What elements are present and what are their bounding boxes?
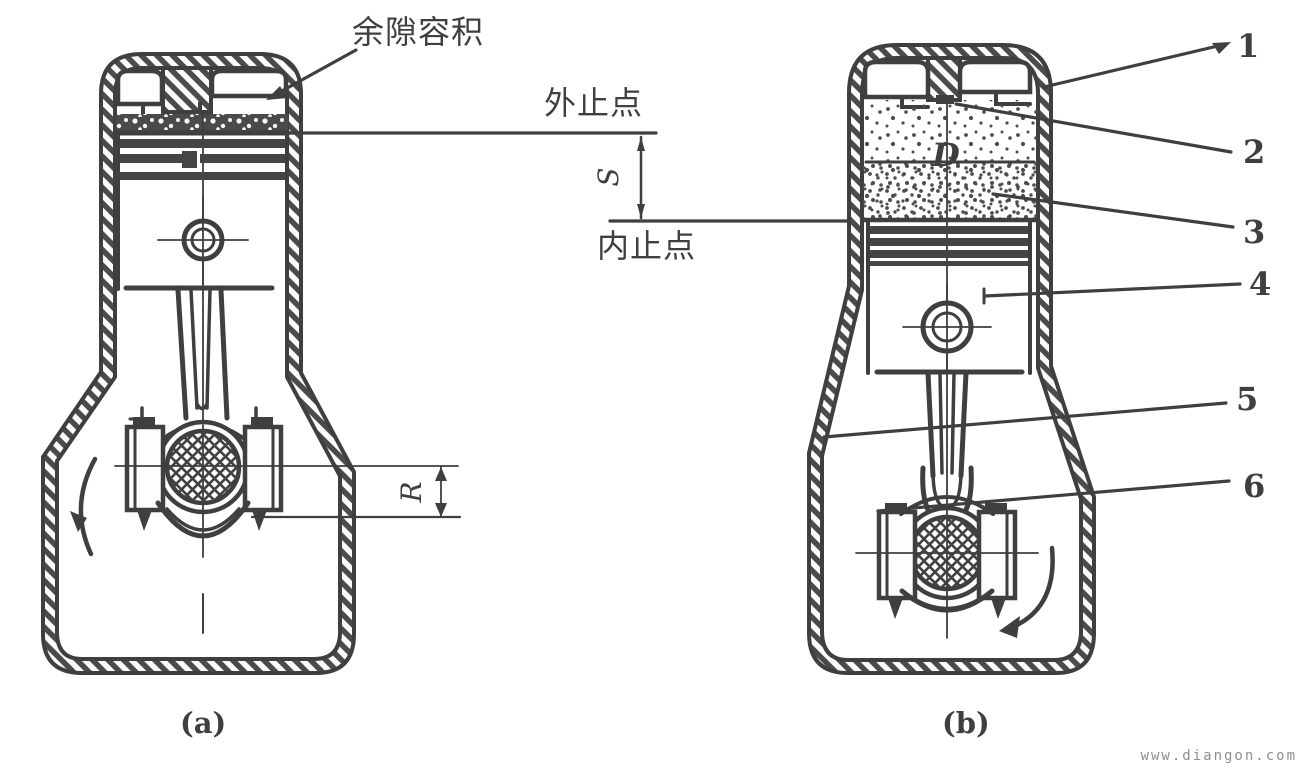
label-bore-d: D (931, 136, 960, 174)
leader-3 (991, 192, 1235, 229)
engine-a (41, 52, 462, 675)
watermark: www.diangon.com (1141, 748, 1297, 764)
callout-3: 3 (1243, 213, 1265, 251)
piston-b (859, 217, 1040, 375)
label-clearance-volume: 余隙容积 (352, 13, 484, 51)
leader-6 (876, 479, 1231, 513)
wrist-pin-a (157, 196, 249, 285)
clearance-volume-area (116, 114, 288, 133)
cylinder-head-b (862, 56, 1033, 109)
clearance-volume-leader (266, 48, 358, 100)
callout-4: 4 (1249, 265, 1271, 303)
crankshaft-a (114, 406, 459, 634)
callout-6: 6 (1243, 467, 1265, 505)
callout-1: 1 (1237, 27, 1259, 65)
cylinder-head-a (115, 66, 289, 133)
label-radius-r: R (395, 481, 428, 503)
piston-rings-b (868, 226, 1031, 266)
piston-a (113, 111, 291, 426)
dead-point-dimensions (266, 48, 854, 223)
caption-b: (b) (942, 706, 990, 740)
leader-5 (822, 401, 1228, 439)
label-outer-dead-point: 外止点 (544, 84, 643, 122)
rotation-arrow-b (999, 545, 1055, 638)
gas-volume-b (863, 100, 1037, 220)
callout-2: 2 (1243, 133, 1265, 171)
piston-rings-a (117, 139, 288, 180)
stroke-dimension (637, 135, 645, 220)
connecting-rod-a (162, 287, 245, 440)
text-labels: 余隙容积 外止点 内止点 S R D 1 2 3 4 5 6 (a) (b) w… (180, 13, 1297, 764)
crank-radius-dimension (250, 465, 462, 519)
callout-leaders (822, 42, 1242, 513)
caption-a: (a) (180, 706, 226, 740)
crankshaft-b (855, 467, 1039, 639)
leader-1 (1042, 43, 1224, 89)
label-inner-dead-point: 内止点 (597, 227, 696, 265)
rotation-arrow-a (70, 456, 98, 557)
label-stroke-s: S (592, 167, 625, 186)
callout-5: 5 (1236, 380, 1258, 418)
wrist-pin-b (902, 282, 992, 373)
leader-4 (983, 282, 1242, 298)
engine-b (807, 43, 1096, 675)
cylinder-wall-b (807, 43, 1096, 675)
leader-2 (954, 102, 1233, 154)
